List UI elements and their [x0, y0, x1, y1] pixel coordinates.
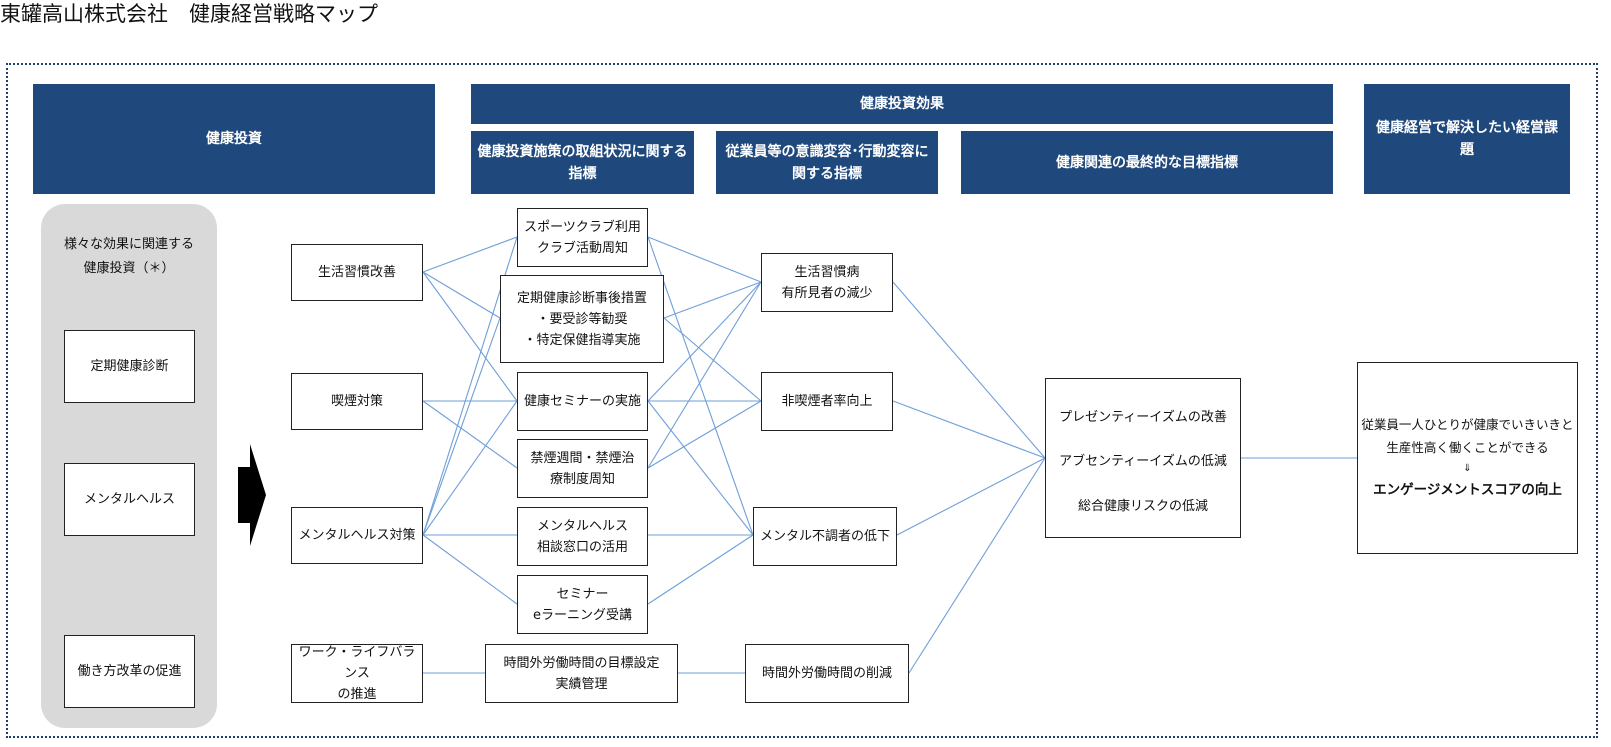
behavior-box: 生活習慣病 有所見者の減少	[761, 253, 893, 312]
page-title: 東罐高山株式会社 健康経営戦略マップ	[0, 2, 378, 26]
header-investment-effect: 健康投資効果	[471, 84, 1333, 124]
header-behavior-indicators: 従業員等の意識変容･行動変容に関する指標	[716, 131, 938, 194]
initiative-box: 禁煙週間・禁煙治 療制度周知	[517, 439, 648, 498]
header-investment: 健康投資	[33, 84, 435, 194]
map-frame	[6, 63, 1598, 738]
final-goal-item: 総合健康リスクの低減	[1077, 499, 1208, 514]
investment-panel-caption: 様々な効果に関連する 健康投資（＊）	[63, 237, 194, 276]
measure-box: 生活習慣改善	[291, 244, 423, 301]
measure-box: メンタルヘルス対策	[291, 507, 423, 564]
initiative-box: 時間外労働時間の目標設定 実績管理	[485, 644, 678, 703]
initiative-box: スポーツクラブ利用 クラブ活動周知	[517, 208, 648, 267]
behavior-box: 時間外労働時間の削減	[745, 644, 909, 703]
issue-headline: エンゲージメントスコアの向上	[1373, 482, 1562, 498]
measure-box: 喫煙対策	[291, 373, 423, 430]
final-goal-item: プレゼンティーイズムの改善	[1059, 410, 1227, 425]
issue-line: 生産性高く働くことができる	[1386, 440, 1549, 455]
initiative-box: 定期健康診断事後措置 ・要受診等勧奨 ・特定保健指導実施	[500, 275, 664, 363]
management-issue-box: 従業員一人ひとりが健康でいきいきと 生産性高く働くことができる ⇓ エンゲージメ…	[1357, 362, 1578, 554]
investment-item: 定期健康診断	[64, 330, 195, 403]
header-final-indicators: 健康関連の最終的な目標指標	[961, 131, 1333, 194]
behavior-box: メンタル不調者の低下	[753, 507, 897, 566]
header-management-issue: 健康経営で解決したい経営課題	[1364, 84, 1570, 194]
measure-box: ワーク・ライフバランス の推進	[291, 644, 423, 703]
final-goal-item: アブセンティーイズムの低減	[1059, 454, 1227, 469]
investment-item: メンタルヘルス	[64, 463, 195, 536]
behavior-box: 非喫煙者率向上	[761, 372, 893, 431]
down-arrow-icon: ⇓	[1463, 463, 1472, 474]
investment-item: 働き方改革の促進	[64, 635, 195, 708]
final-goals-box: プレゼンティーイズムの改善 アブセンティーイズムの低減 総合健康リスクの低減	[1045, 378, 1241, 538]
header-initiative-indicators: 健康投資施策の取組状況に関する指標	[471, 131, 694, 194]
issue-line: 従業員一人ひとりが健康でいきいきと	[1361, 417, 1574, 432]
initiative-box: セミナー eラーニング受講	[517, 575, 648, 634]
initiative-box: 健康セミナーの実施	[517, 372, 648, 431]
flow-arrow-icon	[238, 444, 266, 546]
initiative-box: メンタルヘルス 相談窓口の活用	[517, 507, 648, 566]
